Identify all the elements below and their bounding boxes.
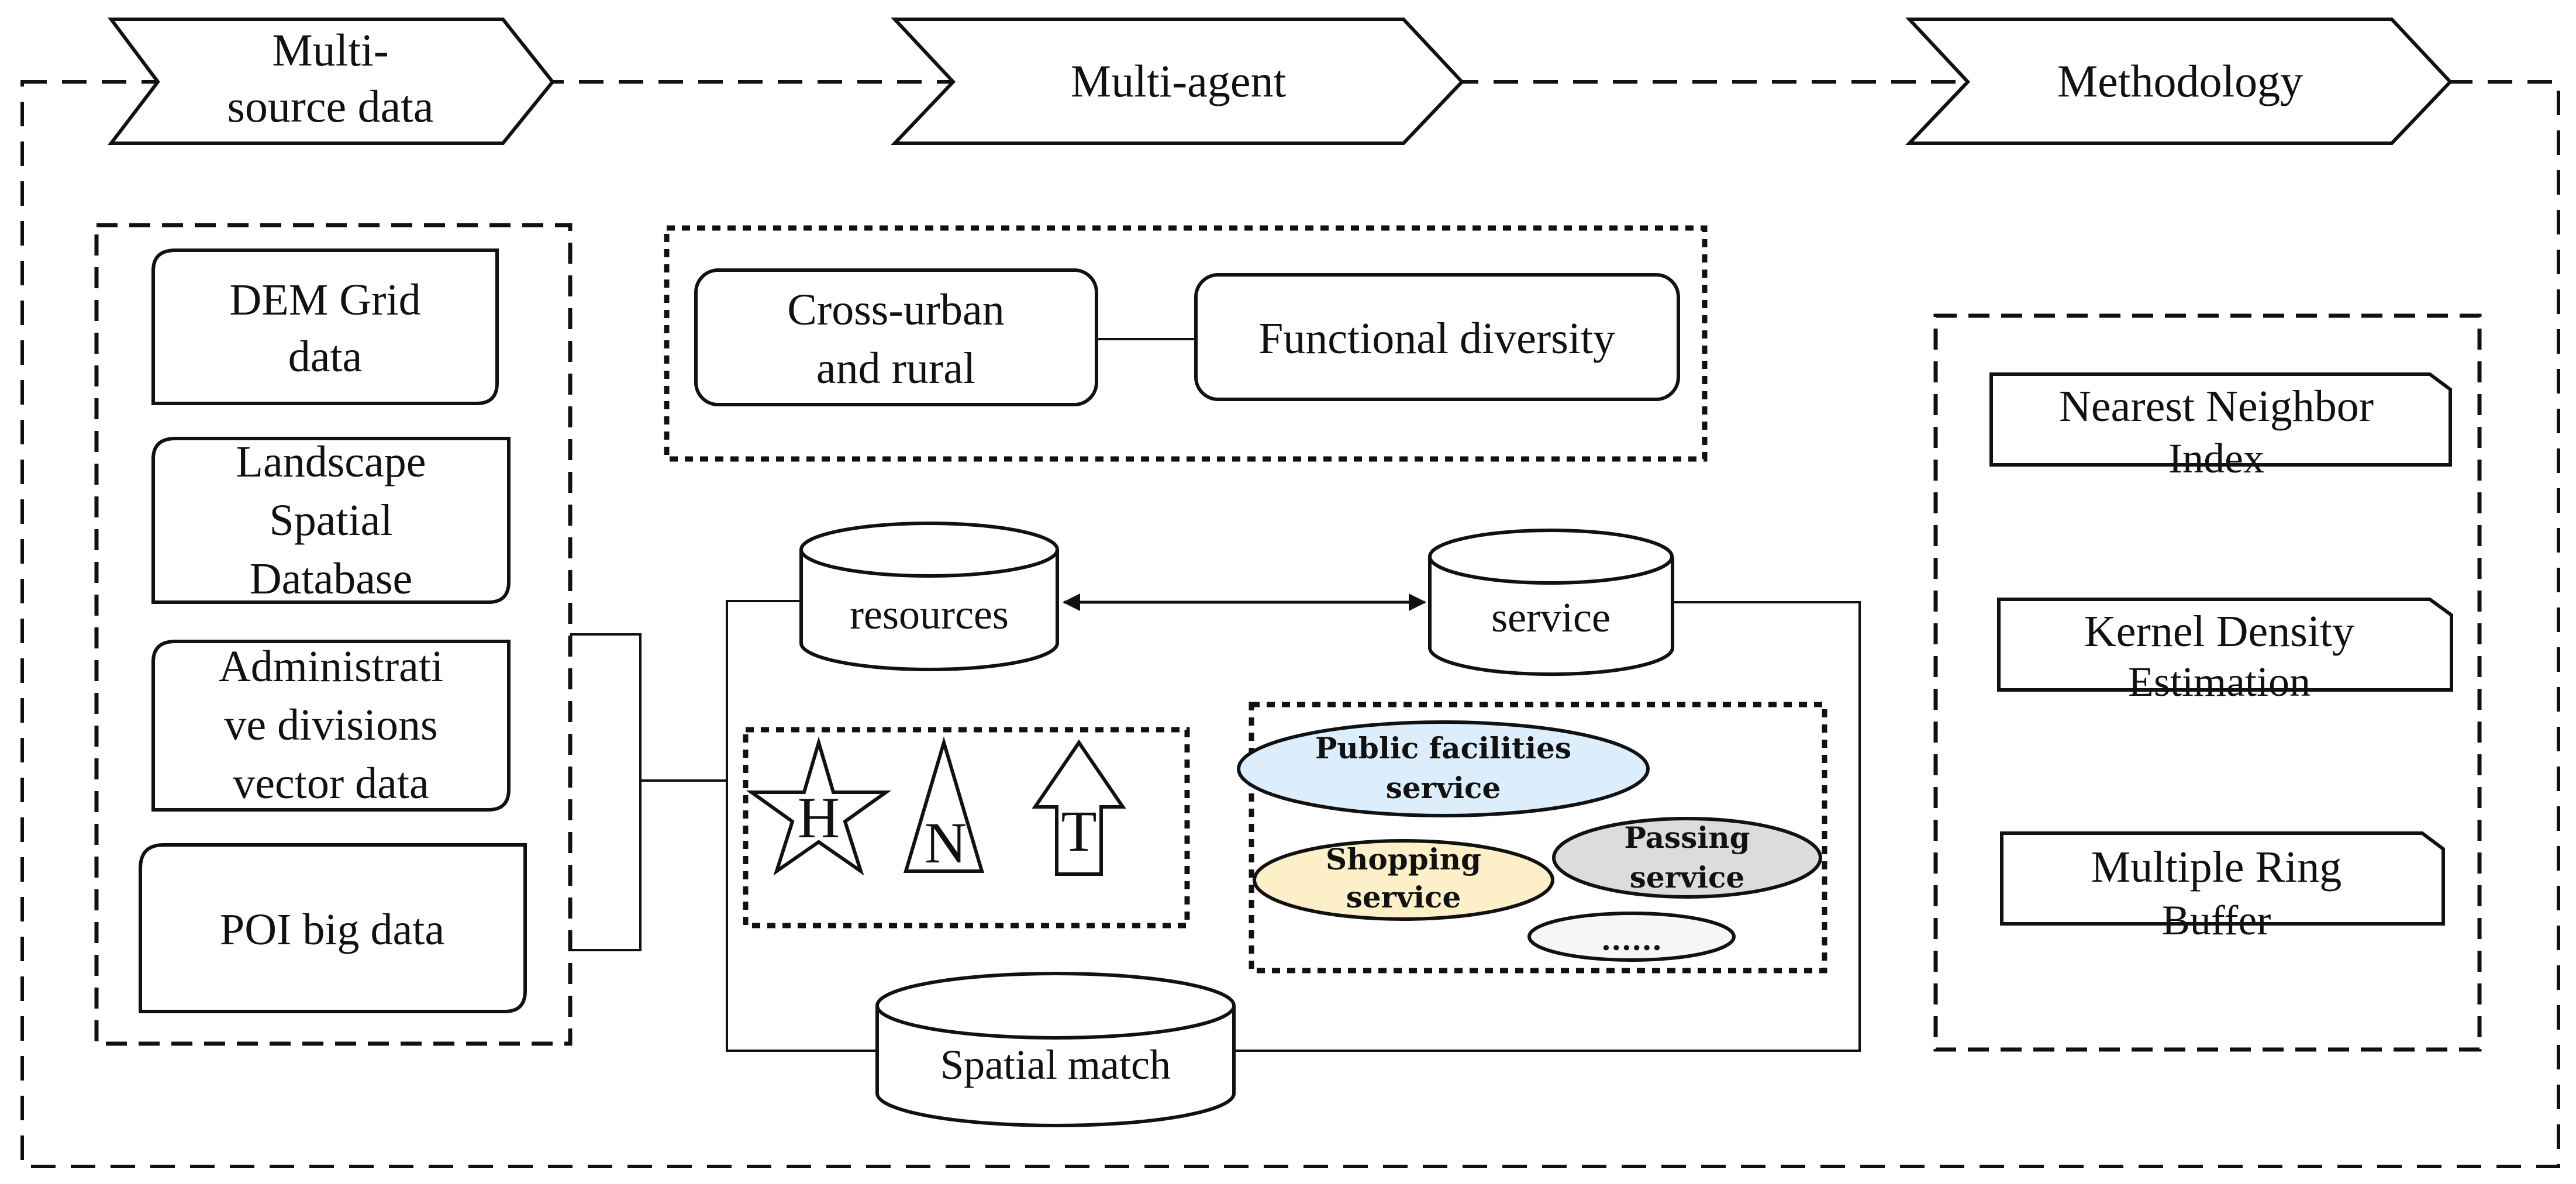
service-label: Shopping xyxy=(1326,842,1481,876)
resource-icons-group xyxy=(743,727,1190,928)
stage-chevron-multi-source: Multi- source data xyxy=(107,18,555,145)
data-source-label: data xyxy=(288,332,363,381)
icon-letter: N xyxy=(925,810,967,875)
agent-features-group xyxy=(664,225,1708,462)
data-source-label: Database xyxy=(250,554,413,603)
data-source-admin: Administrati ve divisions vector data xyxy=(151,640,511,812)
database-label: Spatial match xyxy=(940,1041,1171,1088)
method-label: Nearest Neighbor xyxy=(2059,382,2374,431)
feature-functional-diversity: Functional diversity xyxy=(1194,273,1680,401)
service-label: Passing xyxy=(1624,820,1750,855)
up-arrow-icon: T xyxy=(1032,739,1126,876)
feature-label: and rural xyxy=(816,344,975,393)
icon-letter: H xyxy=(798,785,840,850)
connector-loop xyxy=(726,600,1861,1052)
feature-cross-urban: Cross-urban and rural xyxy=(694,268,1098,406)
service-ellipse xyxy=(1527,912,1736,962)
database-resources: resources xyxy=(799,522,1059,671)
methodology-panel xyxy=(1933,313,2482,1052)
database-service: service xyxy=(1428,529,1674,676)
triangle-icon: N xyxy=(903,736,985,875)
service-ellipse xyxy=(1552,817,1822,899)
method-label: Buffer xyxy=(2162,897,2271,944)
service-label: ...... xyxy=(1601,923,1662,957)
feature-label: Cross-urban xyxy=(787,285,1005,334)
service-ellipse xyxy=(1237,720,1650,817)
database-label: resources xyxy=(850,591,1009,638)
icon-letter: T xyxy=(1061,799,1096,864)
data-sources-panel xyxy=(94,223,573,1046)
service-label: Public facilities xyxy=(1315,731,1571,765)
database-label: service xyxy=(1491,594,1611,641)
data-source-label: ve divisions xyxy=(224,700,437,750)
outer-frame xyxy=(20,80,2560,1168)
service-label: service xyxy=(1346,880,1461,914)
data-source-label: Administrati xyxy=(219,642,443,691)
connector-bracket xyxy=(570,633,727,951)
data-source-poi: POI big data xyxy=(139,843,527,1013)
stage-label-line: source data xyxy=(227,81,434,132)
method-kernel-density: Kernel Density Estimation xyxy=(1997,598,2453,705)
data-source-label: DEM Grid xyxy=(229,275,420,325)
data-source-label: Spatial xyxy=(269,496,392,545)
data-source-label: Landscape xyxy=(236,437,426,486)
method-label: Estimation xyxy=(2128,658,2311,705)
method-multiple-ring-buffer: Multiple Ring Buffer xyxy=(2000,831,2445,944)
service-label: service xyxy=(1386,771,1501,805)
stage-chevron-methodology: Methodology xyxy=(1905,18,2453,145)
method-nearest-neighbor: Nearest Neighbor Index xyxy=(1989,372,2452,482)
service-passing: Passing service xyxy=(1552,817,1822,899)
stage-label: Multi-agent xyxy=(1071,56,1287,106)
service-public-facilities: Public facilities service xyxy=(1237,720,1650,817)
database-spatial-match: Spatial match xyxy=(875,972,1236,1127)
service-ellipse xyxy=(1253,839,1554,921)
stage-chevron-multi-agent: Multi-agent xyxy=(891,18,1465,145)
method-label: Kernel Density xyxy=(2084,607,2354,656)
data-source-dem: DEM Grid data xyxy=(151,248,499,405)
method-label: Index xyxy=(2168,435,2264,482)
service-more: ...... xyxy=(1527,912,1736,962)
feature-label: Functional diversity xyxy=(1258,314,1615,363)
data-source-label: POI big data xyxy=(220,905,444,954)
services-group xyxy=(1249,702,1827,974)
data-source-landscape: Landscape Spatial Database xyxy=(151,437,511,604)
data-source-label: vector data xyxy=(233,759,429,808)
method-label: Multiple Ring xyxy=(2091,843,2342,892)
service-shopping: Shopping service xyxy=(1253,839,1554,921)
stage-label: Methodology xyxy=(2057,56,2303,106)
stage-label-line: Multi- xyxy=(272,25,388,75)
star-icon: H xyxy=(746,736,892,876)
service-label: service xyxy=(1630,860,1745,895)
